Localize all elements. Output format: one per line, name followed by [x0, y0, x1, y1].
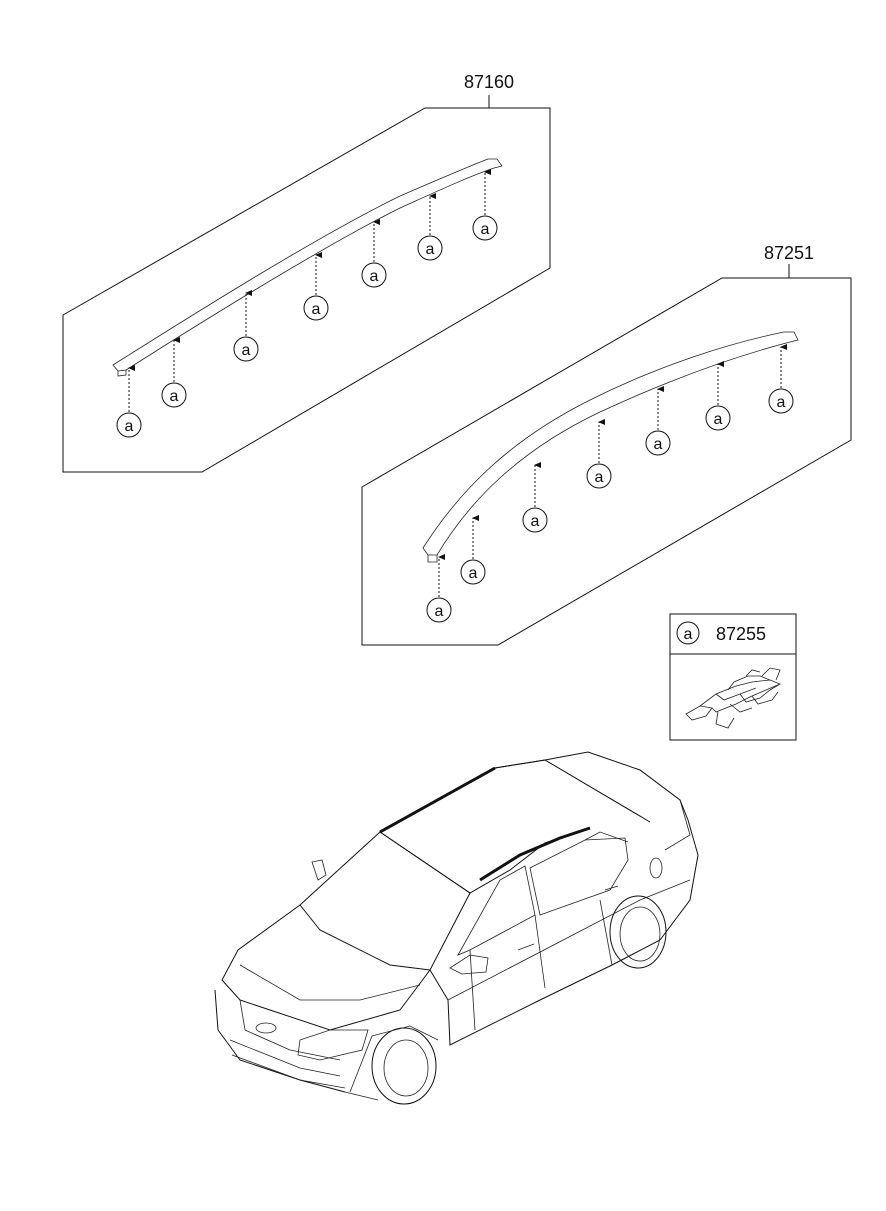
callout-label: a	[170, 388, 179, 405]
callout-label: a	[125, 418, 134, 435]
roof-molding-strip-upper	[112, 158, 503, 372]
callout-label: a	[714, 411, 723, 428]
molding-group-87160: 87160 a a a a a a a	[62, 72, 551, 473]
part-number-87160: 87160	[464, 72, 514, 92]
callout-label: a	[426, 241, 435, 258]
callout-label: a	[242, 342, 251, 359]
clip-illustration	[685, 667, 782, 729]
molding-group-87251: 87251 a a a a a a a	[361, 243, 852, 646]
clip-legend-87255: a 87255	[669, 613, 797, 741]
roof-molding-strip-lower	[422, 331, 799, 556]
part-number-87255: 87255	[716, 624, 766, 644]
legend-frame	[669, 613, 797, 741]
strip-end-cap	[117, 370, 127, 377]
clip-callouts-upper: a a a a a a a	[116, 169, 498, 438]
strip-end-cap	[427, 555, 438, 563]
group-frame-87160	[62, 107, 551, 473]
legend-callout-symbol: a	[684, 626, 693, 643]
callout-label: a	[777, 394, 786, 411]
sedan-illustration	[214, 751, 699, 1105]
callout-label: a	[370, 268, 379, 285]
callout-label: a	[469, 565, 478, 582]
callout-label: a	[435, 603, 444, 620]
callout-label: a	[312, 301, 321, 318]
callout-circle	[116, 412, 142, 438]
clip-callouts-lower: a a a a a a a	[426, 344, 794, 623]
legend-callout-circle	[676, 621, 700, 645]
callout-label: a	[654, 436, 663, 453]
callout-label: a	[595, 469, 604, 486]
group-frame-87251	[361, 277, 852, 646]
part-number-87251: 87251	[764, 243, 814, 263]
callout-label: a	[481, 221, 490, 238]
callout-label: a	[531, 513, 540, 530]
